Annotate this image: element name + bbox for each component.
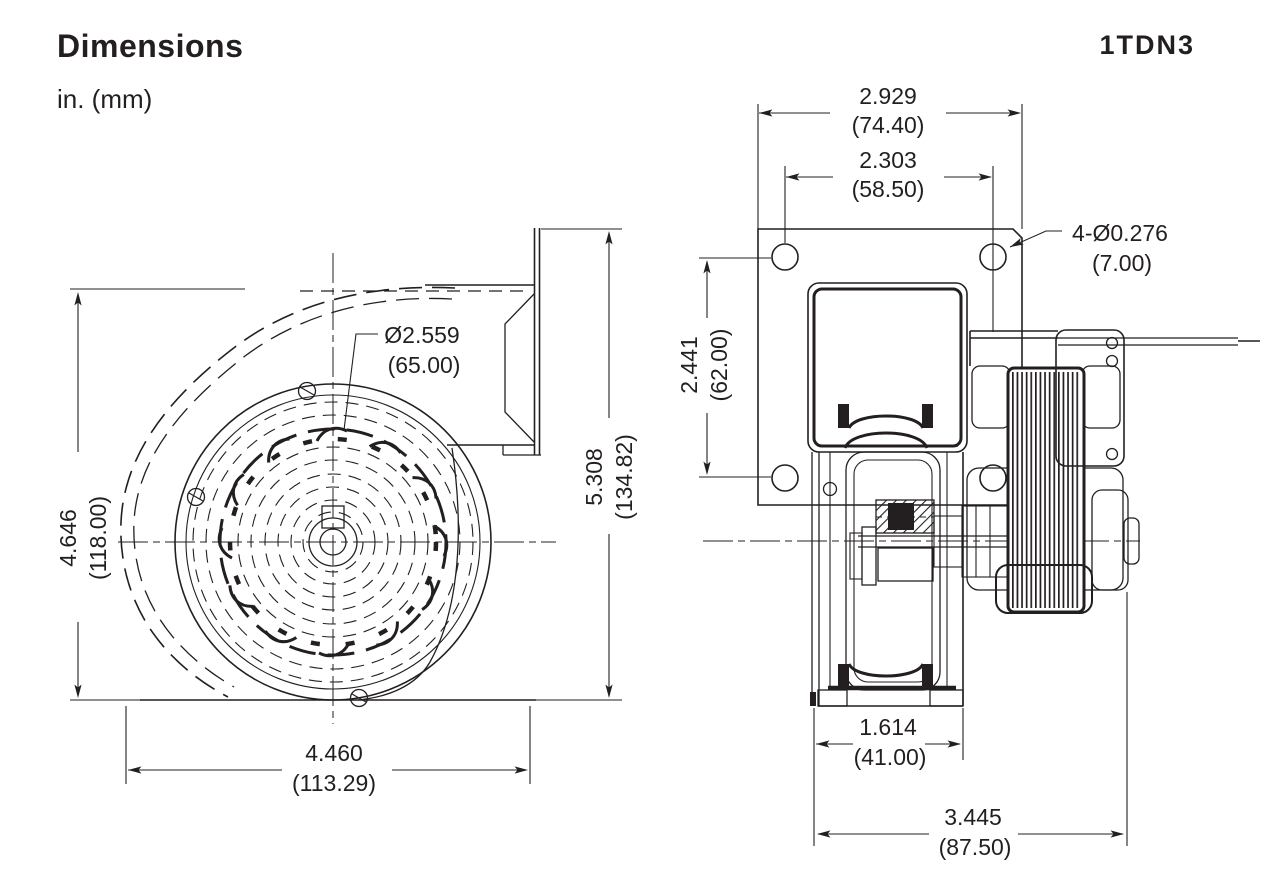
front-view: Ø2.559 (65.00) 4.646 (118.00) 5.308 (134… [55,228,637,796]
mounting-hole-top-left [771,243,799,271]
hole-spacing-vertical-in: 2.441 [676,336,702,394]
housing-width-in: 4.460 [305,740,363,766]
units-label: in. (mm) [57,84,153,114]
mounting-holes-in: 4-Ø0.276 [1072,220,1168,246]
motor [966,329,1260,614]
terminal-bracket [1055,329,1125,467]
impeller-diameter-in: Ø2.559 [384,322,459,348]
shaft-assembly [849,499,1012,586]
housing-height-mm: (118.00) [85,496,111,580]
dim-hole-spacing-vertical: 2.441 (62.00) [676,257,771,478]
dim-overall-height: 5.308 (134.82) [581,231,637,698]
housing-height-in: 4.646 [55,509,81,567]
callout-mounting-holes: 4-Ø0.276 (7.00) [1008,220,1168,276]
overall-height-mm: (134.82) [611,434,637,520]
housing-depth-in: 1.614 [859,714,917,740]
mounting-hole-bottom-right [979,464,1007,492]
flange-width-mm: (74.40) [852,112,925,138]
mounting-holes-mm: (7.00) [1092,250,1152,276]
housing-side-body [810,452,964,707]
overall-depth-in: 3.445 [944,804,1002,830]
dim-housing-height: 4.646 (118.00) [55,292,111,698]
overall-height-in: 5.308 [581,448,607,506]
motor-coil-right [1081,365,1121,429]
callout-impeller-diameter: Ø2.559 (65.00) [343,322,461,431]
hole-spacing-horizontal-in: 2.303 [859,147,917,173]
dim-housing-width: 4.460 (113.29) [125,706,531,796]
hole-spacing-vertical-mm: (62.00) [706,329,732,402]
blower-wheel-section [822,451,956,691]
dim-housing-depth: 1.614 (41.00) [813,708,964,846]
model-number: 1TDN3 [1099,30,1195,60]
outlet-flange [300,228,622,456]
front-ring-screws [186,381,369,708]
flange-width-in: 2.929 [859,83,917,109]
side-view: 2.929 (74.40) 2.303 (58.50) [676,83,1260,860]
housing-width-mm: (113.29) [292,770,376,796]
motor-end-bell [1091,489,1129,591]
overall-depth-mm: (87.50) [939,834,1012,860]
shaft-end-boss [1123,517,1140,565]
dim-flange-width: 2.929 (74.40) [757,83,1023,229]
housing-front-face [807,282,968,453]
housing-depth-mm: (41.00) [854,744,927,770]
dim-overall-depth: 3.445 (87.50) [817,592,1128,860]
hub [308,505,358,567]
mounting-hole-bottom-left [771,464,799,492]
page-title: Dimensions [57,28,244,64]
front-view-centerlines [118,253,556,724]
impeller-diameter-mm: (65.00) [388,352,461,378]
hole-spacing-horizontal-mm: (58.50) [852,176,925,202]
motor-coil-bottom [995,564,1093,614]
motor-coil-left [971,365,1011,429]
mounting-plate [757,228,1023,506]
impeller [174,383,492,701]
dim-hole-spacing-horizontal: 2.303 (58.50) [784,147,994,332]
lead-wires [1058,337,1260,346]
